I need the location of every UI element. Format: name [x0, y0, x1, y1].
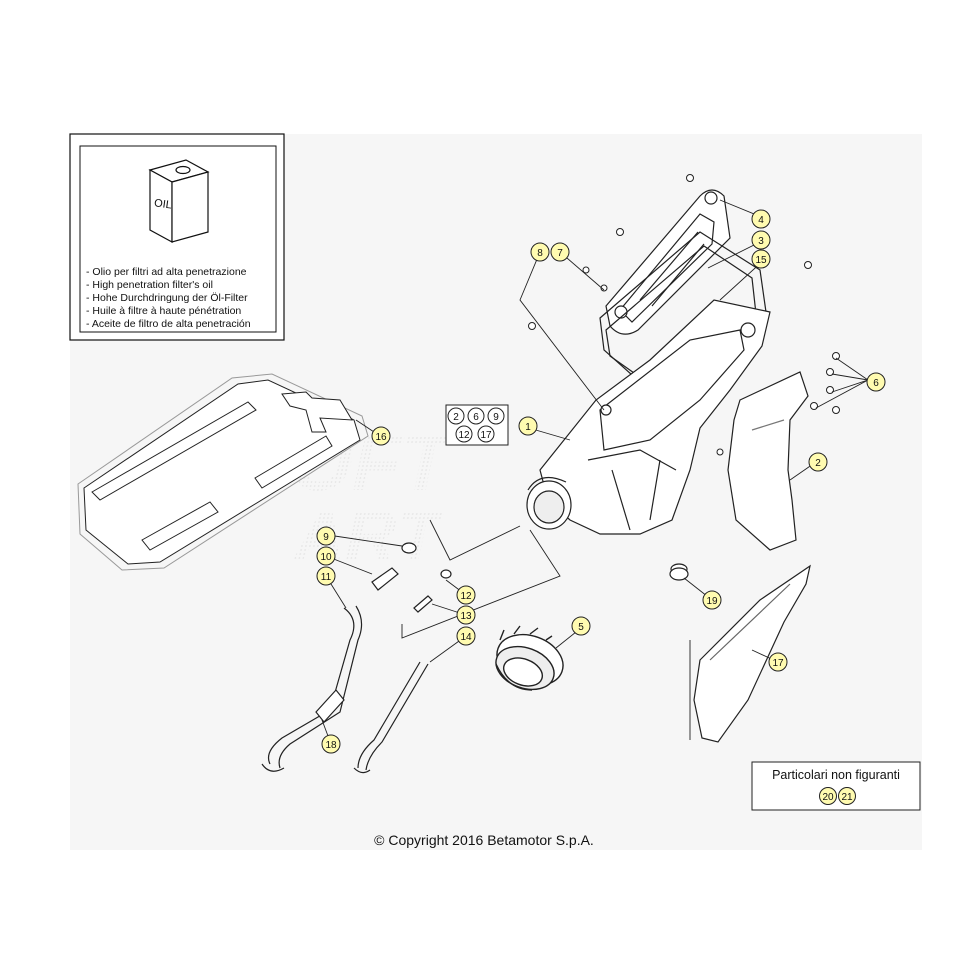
callout-circle-2	[808, 452, 828, 472]
kit-item-12: 12	[458, 430, 470, 441]
kit-box: 2 6 9 12 17	[445, 404, 509, 446]
callout-17: 17	[772, 658, 784, 669]
leader-lines	[321, 199, 869, 745]
callout-circle-13	[456, 605, 476, 625]
kit-item-2: 2	[453, 412, 459, 423]
not-shown-part-21: 21	[841, 792, 853, 803]
breather-fittings	[371, 567, 433, 613]
side-panel	[727, 371, 809, 551]
intake-boot	[495, 625, 564, 691]
callout-circle-5	[571, 616, 591, 636]
oil-line-en: - High penetration filter's oil	[86, 279, 213, 291]
callout-15: 15	[755, 255, 767, 266]
oil-line-es: - Aceite de filtro de alta penetración	[86, 318, 251, 330]
callout-circle-8	[530, 242, 550, 262]
kit-item-6: 6	[473, 412, 479, 423]
callout-circle-7	[550, 242, 570, 262]
not-shown-part-20: 20	[822, 792, 834, 803]
airbox-housing	[526, 299, 771, 535]
callout-circle-6	[866, 372, 886, 392]
grommet	[669, 563, 689, 581]
callout-circle-18	[321, 734, 341, 754]
svg-text:ART: ART	[288, 497, 448, 575]
oil-line-fr: - Huile à filtre à haute pénétration	[86, 305, 241, 317]
callout-circle-4	[751, 209, 771, 229]
short-hose	[315, 689, 345, 723]
callout-5: 5	[578, 622, 584, 633]
callout-13: 13	[460, 611, 472, 622]
sticker-sheet	[77, 373, 369, 571]
callout-circle-14	[456, 626, 476, 646]
callout-7: 7	[557, 248, 563, 259]
copyright-text: © Copyright 2016 Betamotor S.p.A.	[374, 832, 594, 848]
callout-14: 14	[460, 632, 472, 643]
kit-item-17: 17	[480, 430, 492, 441]
callout-circle-19	[702, 590, 722, 610]
callout-3: 3	[758, 236, 764, 247]
callout-10: 10	[320, 552, 332, 563]
not-shown-box: Particolari non figuranti 20 21	[751, 761, 921, 811]
callout-circle-16	[371, 426, 391, 446]
not-shown-title: Particolari non figuranti	[772, 768, 900, 782]
callout-circle-9	[316, 526, 336, 546]
callout-circle-10	[316, 546, 336, 566]
callout-9: 9	[323, 532, 329, 543]
callout-11: 11	[321, 572, 332, 583]
callout-19: 19	[706, 596, 718, 607]
callout-12: 12	[460, 591, 472, 602]
callouts	[316, 209, 886, 754]
kit-item-9: 9	[493, 412, 499, 423]
callout-1: 1	[525, 422, 531, 433]
oil-line-de: - Hohe Durchdringung der Öl-Filter	[86, 292, 248, 304]
callout-2: 2	[815, 458, 821, 469]
callout-16: 16	[375, 432, 387, 443]
body-panel	[693, 564, 811, 743]
oil-can-icon: OIL	[148, 159, 210, 244]
callout-6: 6	[873, 378, 879, 389]
callout-circle-15	[751, 249, 771, 269]
screws	[528, 174, 840, 456]
callout-18: 18	[325, 740, 337, 751]
callout-circle-12	[456, 585, 476, 605]
oil-info-box: OIL - Olio per filtri ad alta penetrazio…	[69, 133, 285, 341]
callout-circle-17	[768, 652, 788, 672]
callout-8: 8	[537, 248, 543, 259]
callout-circle-3	[751, 230, 771, 250]
hose-clamp	[401, 542, 452, 579]
callout-circle-1	[518, 416, 538, 436]
oil-line-it: - Olio per filtri ad alta penetrazione	[86, 266, 247, 278]
drain-hose	[353, 661, 429, 774]
callout-circle-11	[316, 566, 336, 586]
breather-hose	[261, 605, 363, 772]
oil-can-label: OIL	[153, 197, 172, 211]
callout-4: 4	[758, 215, 764, 226]
